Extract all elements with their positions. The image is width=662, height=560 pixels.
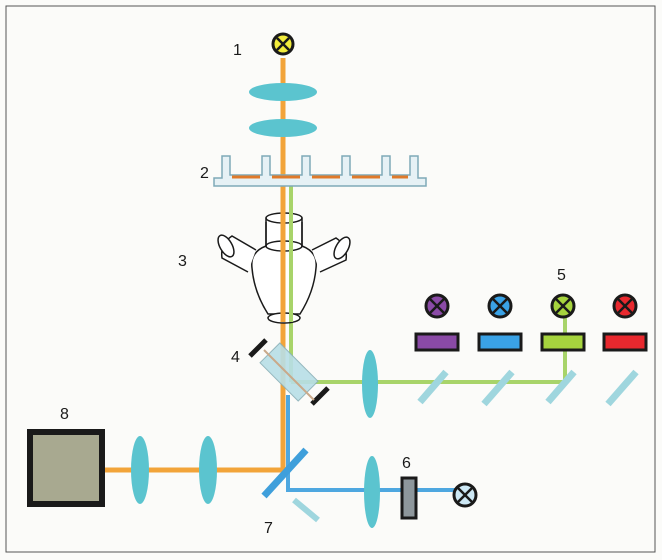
- label-5: 5: [557, 267, 566, 284]
- label-1: 1: [233, 42, 242, 59]
- dichroic-filter-cube-icon: [248, 338, 330, 406]
- mirror-7-icon: [261, 447, 309, 499]
- mirror-icon: [417, 369, 449, 405]
- label-8: 8: [60, 406, 69, 423]
- blue-path-lens-icon: [364, 456, 380, 528]
- blue-filter-icon: [477, 332, 523, 352]
- filter-6-icon: [400, 476, 418, 520]
- condenser-lens-icon: [249, 119, 317, 137]
- purple-lamp-icon: [424, 293, 450, 319]
- label-4: 4: [231, 349, 240, 366]
- red-filter-icon: [602, 332, 648, 352]
- camera-icon: [27, 429, 105, 507]
- yellow-lamp-icon: [271, 32, 295, 56]
- label-3: 3: [178, 253, 187, 270]
- green-lamp-icon: [550, 293, 576, 319]
- condenser-lens-icon: [249, 83, 317, 101]
- label-6: 6: [402, 455, 411, 472]
- multiwell-plate: [213, 155, 427, 187]
- mirror-icon: [605, 369, 639, 407]
- reflected-mirror-icon: [292, 497, 320, 523]
- light-blue-lamp-icon: [452, 482, 478, 508]
- excitation-lens-icon: [362, 350, 378, 418]
- red-lamp-icon: [612, 293, 638, 319]
- figure-frame: [5, 5, 656, 553]
- mirror-icon: [545, 369, 577, 405]
- label-7: 7: [264, 520, 273, 537]
- tube-lens-icon: [131, 436, 149, 504]
- green-filter-icon: [540, 332, 586, 352]
- mirror-icon: [481, 369, 515, 407]
- blue-lamp-icon: [487, 293, 513, 319]
- tube-lens-icon: [199, 436, 217, 504]
- purple-filter-icon: [414, 332, 460, 352]
- label-2: 2: [200, 165, 209, 182]
